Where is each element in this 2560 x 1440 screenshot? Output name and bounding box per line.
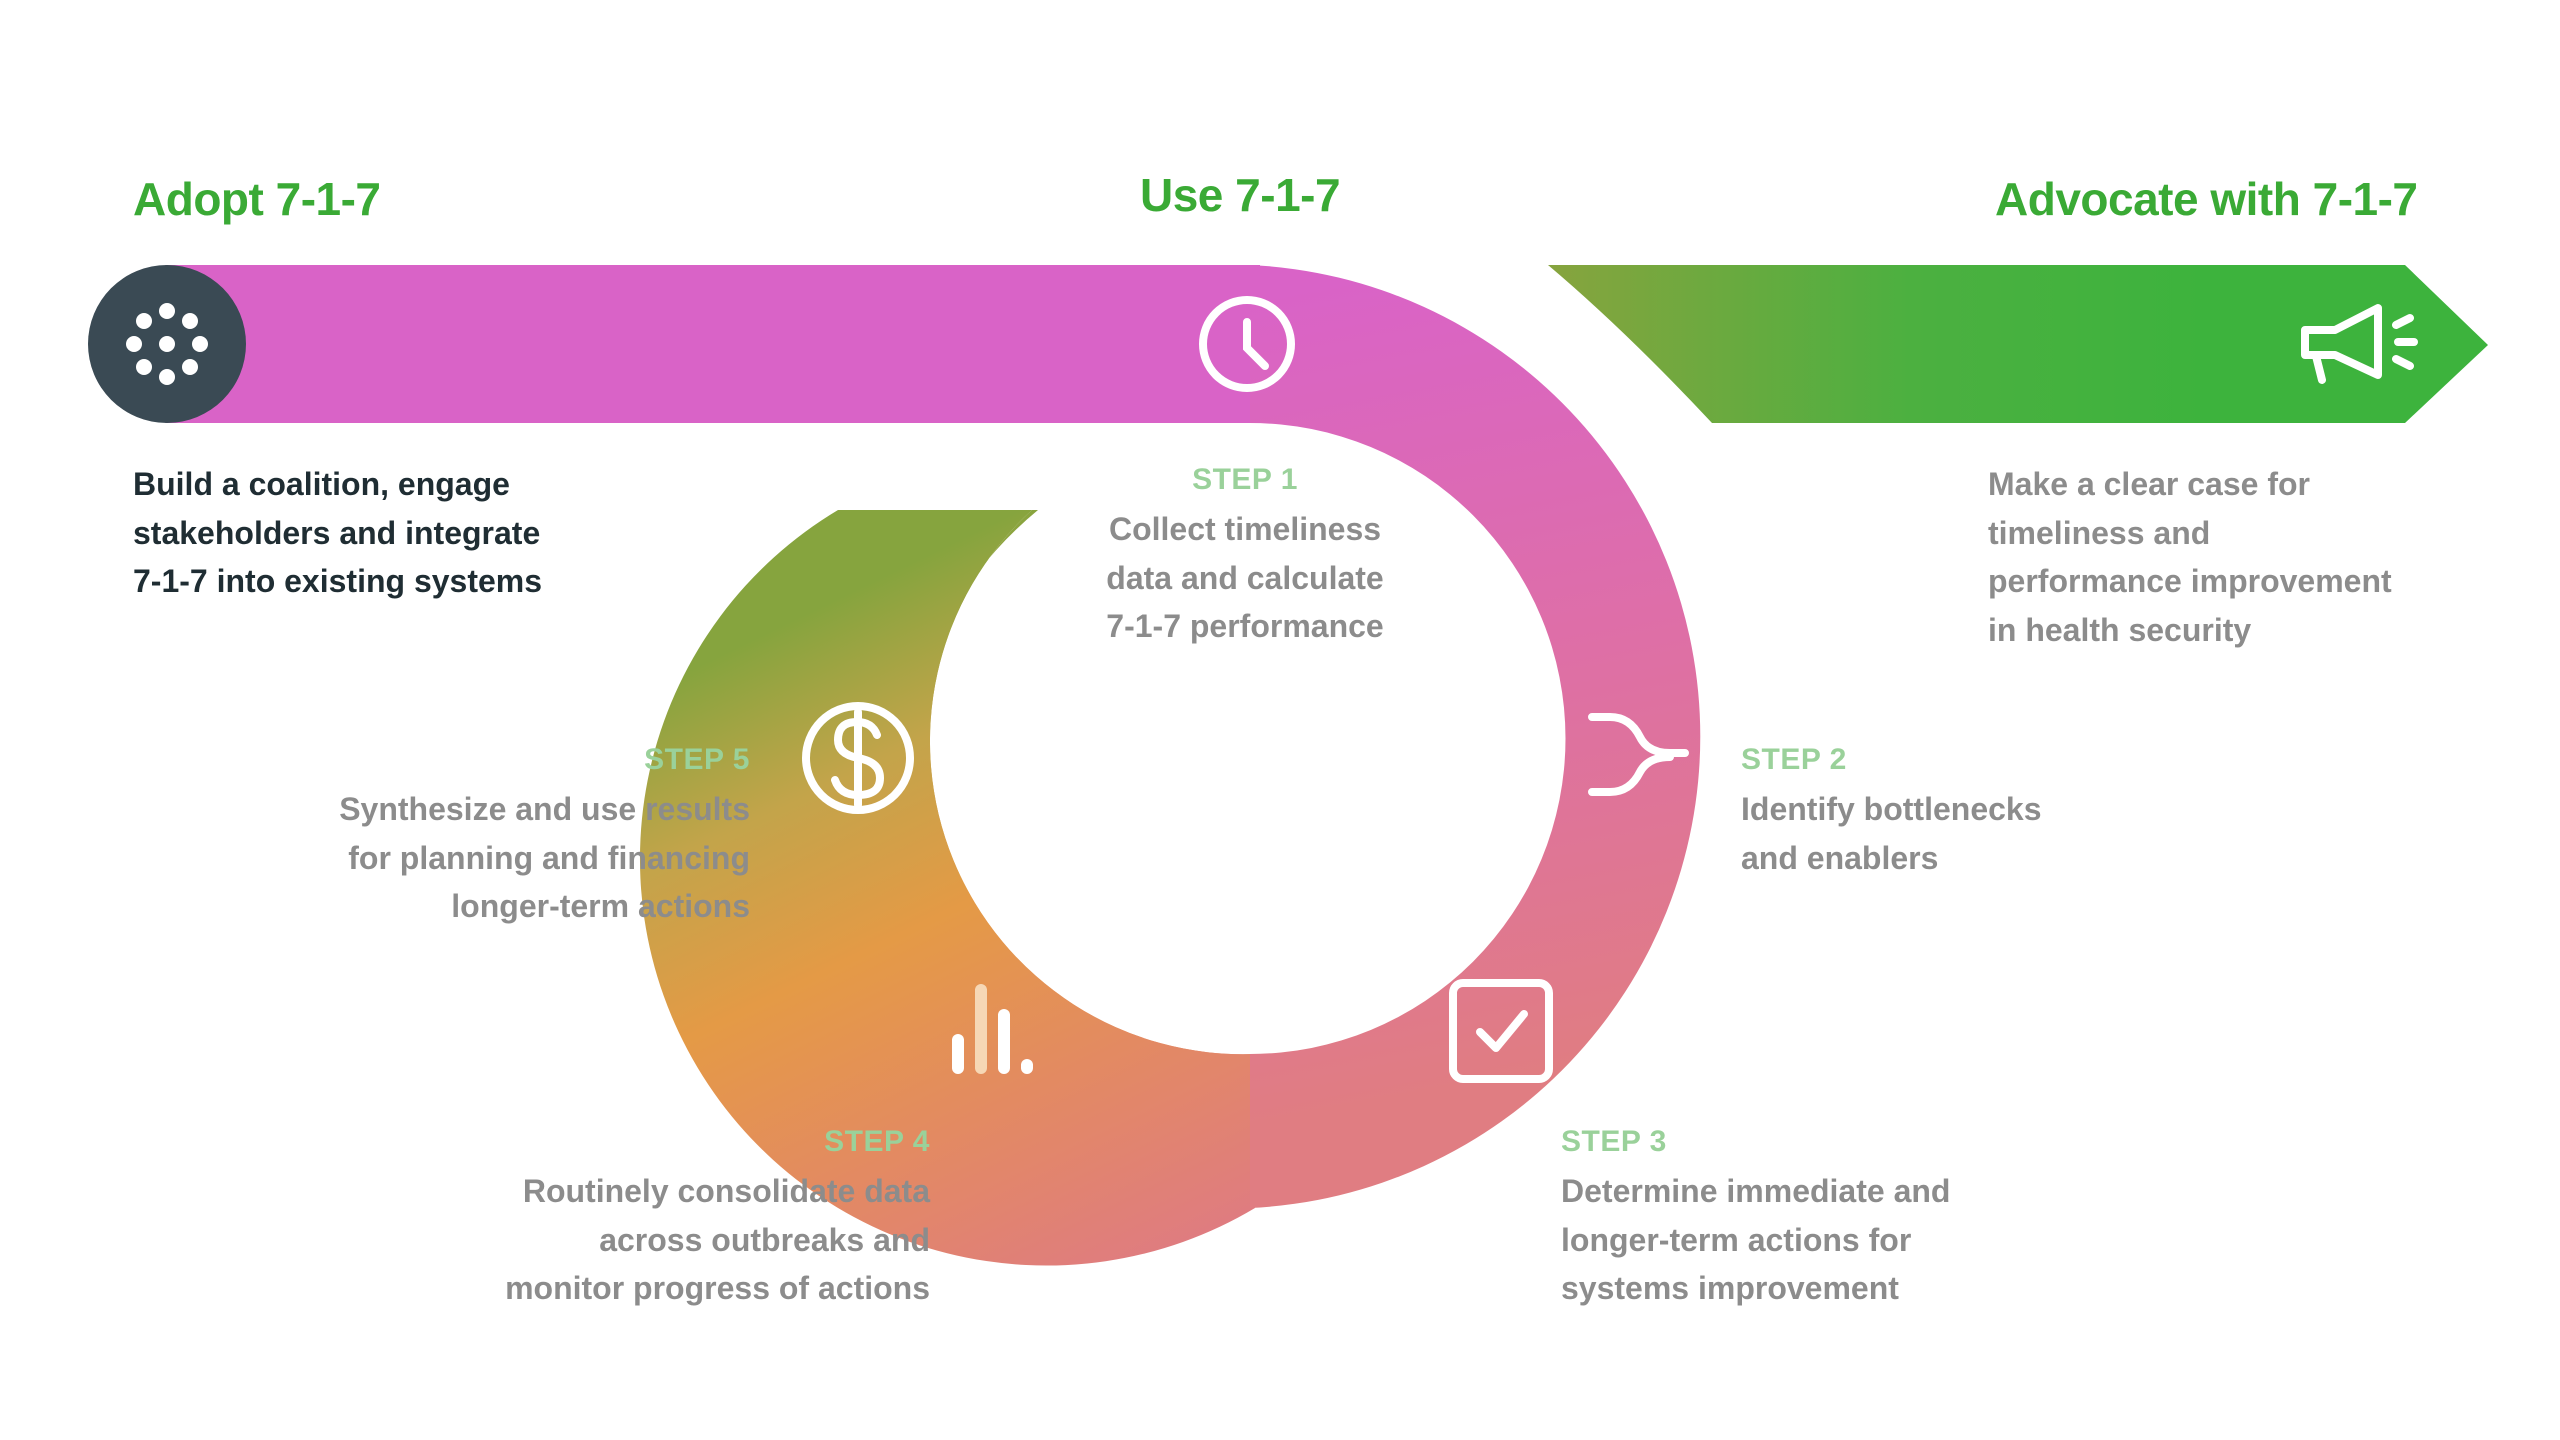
step-3-label: STEP 3 — [1561, 1125, 1667, 1158]
adopt-description: Build a coalition, engage stakeholders a… — [133, 466, 543, 599]
ring-left-outer — [639, 510, 1255, 1266]
step-5-description: Synthesize and use results for planning … — [339, 791, 750, 924]
step-2-label: STEP 2 — [1741, 743, 1847, 776]
merge-arrows-icon — [1588, 713, 1689, 796]
step-3-description: Determine immediate and longer-term acti… — [1561, 1173, 1951, 1306]
dots-circle-icon — [126, 303, 208, 385]
megaphone-icon — [2301, 304, 2418, 384]
adopt-title: Adopt 7-1-7 — [133, 173, 381, 225]
step-4-label: STEP 4 — [824, 1125, 930, 1158]
step-2-description: Identify bottlenecks and enablers — [1741, 791, 2042, 876]
step-4-description: Routinely consolidate data across outbre… — [505, 1173, 930, 1306]
ring-right-segment — [1250, 265, 1701, 1208]
top-band — [165, 265, 1260, 423]
step-5-label: STEP 5 — [644, 743, 750, 776]
advocate-description: Make a clear case for timeliness and per… — [1988, 466, 2392, 648]
advocate-arrow — [1548, 265, 2488, 423]
advocate-title: Advocate with 7-1-7 — [1995, 173, 2418, 225]
checkbox-icon — [1449, 979, 1553, 1083]
bar-chart-icon — [952, 984, 1033, 1074]
dollar-icon — [802, 702, 914, 814]
step-1-label: STEP 1 — [1192, 463, 1298, 496]
step-1-description: Collect timeliness data and calculate 7-… — [1106, 511, 1384, 644]
use-title: Use 7-1-7 — [1140, 169, 1341, 221]
clock-icon — [1199, 296, 1295, 392]
